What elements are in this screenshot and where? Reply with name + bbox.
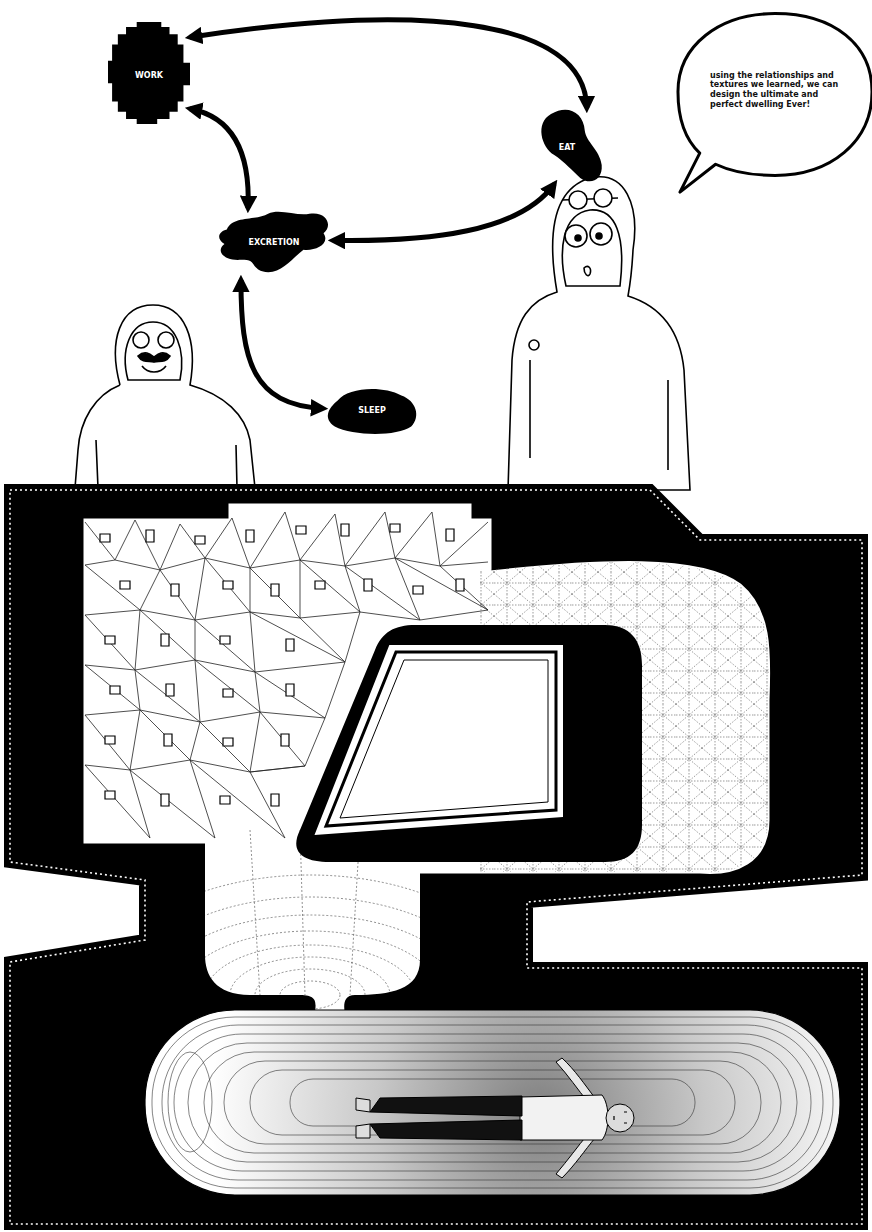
courtyard-outline: [316, 646, 562, 834]
hood-opening: [125, 322, 181, 380]
work-space: [85, 505, 769, 872]
text-area: SLEEP: [323, 385, 421, 437]
figure-outline: [508, 177, 690, 490]
pod-contours: [152, 1017, 833, 1188]
pupil: [596, 233, 602, 239]
eye: [590, 223, 612, 245]
text-area: EAT: [544, 126, 590, 170]
goggle: [569, 191, 587, 209]
torso: [520, 1095, 608, 1140]
courtyard-inner-line: [340, 660, 548, 818]
activity-blob-outline: [328, 389, 416, 434]
hooded-figure-right: [508, 177, 690, 490]
head: [606, 1104, 634, 1132]
text-area: using the relationships and textures we …: [710, 26, 840, 154]
activity-label: EAT: [559, 143, 576, 153]
activity-blob-outline: [541, 110, 601, 182]
text-area: EXCRETION: [215, 208, 333, 278]
feet: [356, 1098, 370, 1138]
activity-blob: EAT: [538, 108, 603, 184]
trousers: [370, 1096, 522, 1140]
arm: [556, 1134, 595, 1178]
speech-bubble-outline: [678, 14, 872, 193]
text-area: WORK: [108, 28, 190, 124]
hood-opening: [562, 210, 621, 286]
speech-text: using the relationships and textures we …: [710, 71, 840, 109]
activity-label: SLEEP: [358, 406, 386, 416]
mustache: [138, 353, 170, 362]
courtyard-wall: [296, 625, 642, 862]
plan-ground: [10, 490, 862, 1224]
speech-bubble: using the relationships and textures we …: [676, 8, 872, 194]
activity-blob: EXCRETION: [215, 208, 333, 280]
plan-dotted-border: [10, 490, 862, 1224]
arm-line: [530, 360, 668, 470]
figure-outline: [75, 305, 255, 488]
grin: [142, 366, 166, 372]
activity-blob: WORK: [108, 22, 190, 124]
goggle: [158, 332, 174, 348]
activity-label: WORK: [135, 71, 163, 81]
courtyard: [326, 652, 556, 826]
double-arrow: [333, 184, 554, 241]
face: [614, 1112, 627, 1123]
sleeping-person: [356, 1058, 634, 1178]
double-arrow: [190, 20, 587, 108]
arm-line: [96, 440, 237, 488]
double-arrow: [190, 109, 248, 208]
mouth: [584, 266, 591, 275]
double-arrow: [241, 280, 323, 408]
activity-blob-outline: [108, 22, 190, 124]
goggle: [594, 189, 612, 207]
goggle: [133, 332, 149, 348]
eye: [565, 225, 587, 247]
hooded-figure-left: [75, 305, 255, 488]
activity-blob-outline: [219, 212, 328, 273]
badge: [529, 340, 539, 350]
sleep-pod: [145, 1010, 840, 1195]
activity-label: EXCRETION: [249, 238, 300, 248]
pupil: [575, 235, 581, 241]
activity-blob: SLEEP: [323, 385, 421, 437]
